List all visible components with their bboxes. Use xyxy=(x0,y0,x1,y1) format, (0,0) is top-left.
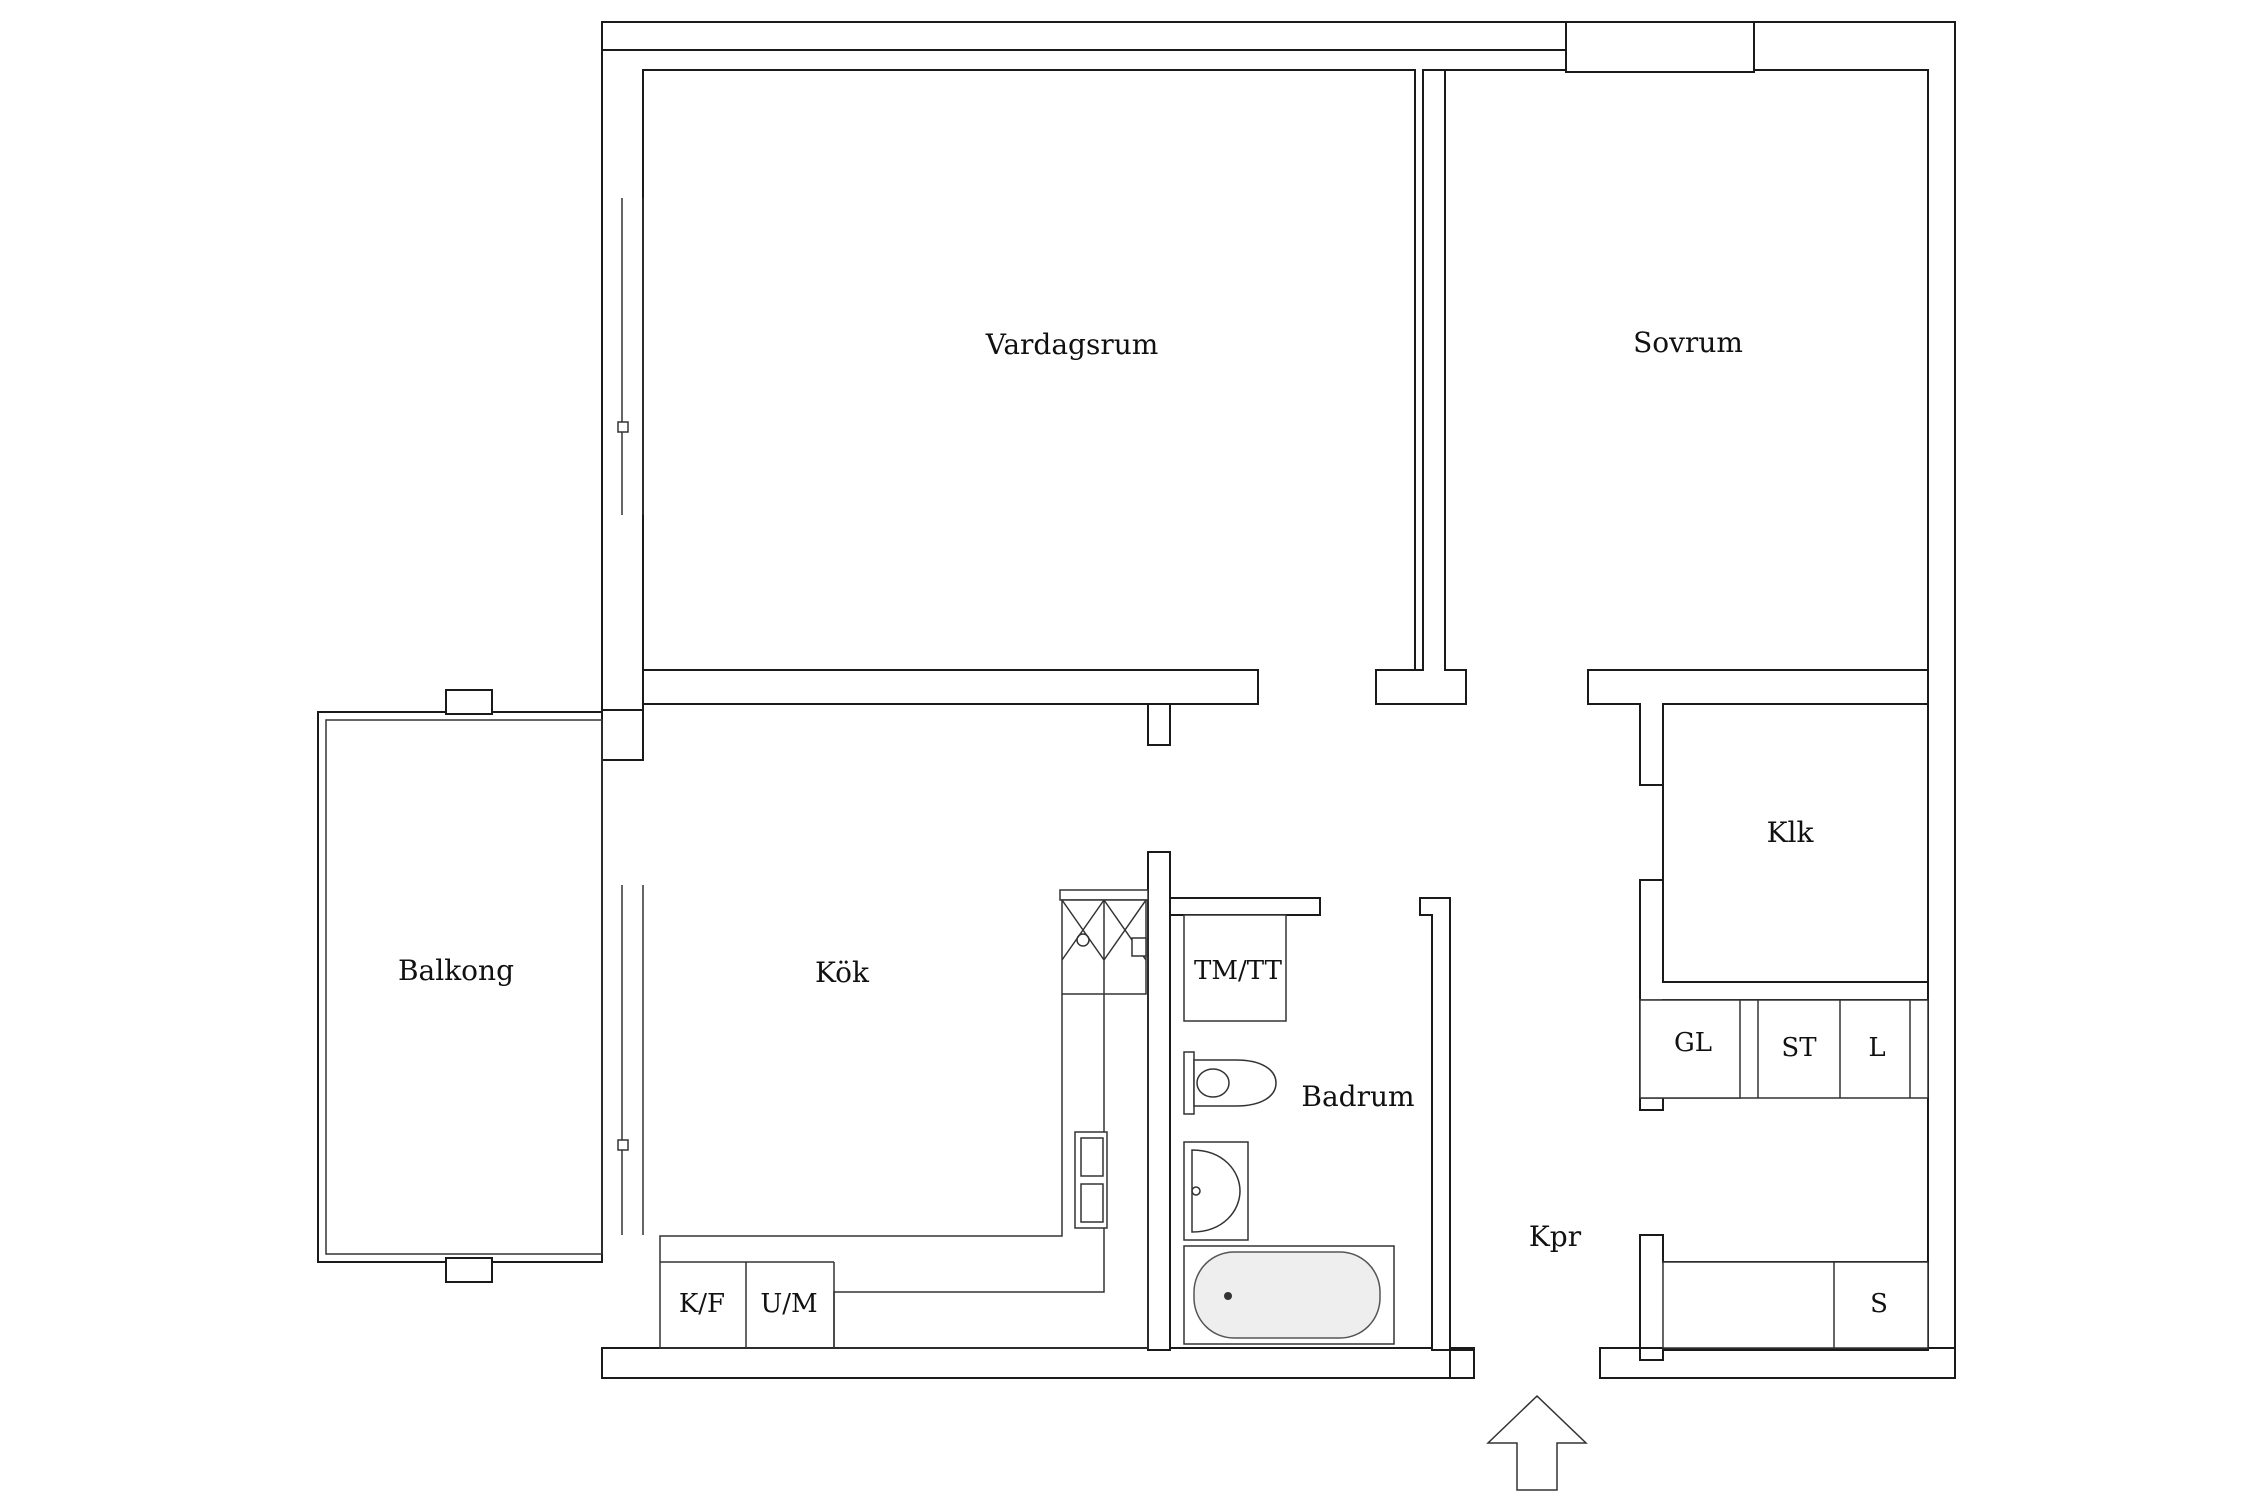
room-label-balkong: Balkong xyxy=(398,954,514,987)
bathtub-icon xyxy=(1183,1245,1395,1345)
fixture-label-st: ST xyxy=(1781,1033,1817,1063)
window-left-kitchen xyxy=(617,885,644,1235)
room-label-kpr: Kpr xyxy=(1529,1220,1582,1253)
room-label-badrum: Badrum xyxy=(1301,1080,1414,1113)
fixture-label-l: L xyxy=(1868,1033,1885,1063)
kitchen-counter xyxy=(659,889,1149,1349)
room-label-sovrum: Sovrum xyxy=(1633,326,1743,359)
stove-icon xyxy=(1076,933,1090,947)
fixture-label-gl: GL xyxy=(1674,1028,1712,1058)
interior-walls xyxy=(601,69,1929,1379)
room-label-kok: Kök xyxy=(815,956,870,989)
balcony xyxy=(317,689,603,1283)
entrance-arrow-icon xyxy=(1486,1394,1588,1491)
room-label-klk: Klk xyxy=(1767,816,1815,849)
toilet-icon xyxy=(1183,1051,1277,1115)
tm-tt-cabinet xyxy=(1183,914,1287,1022)
sink-icon xyxy=(1183,1141,1249,1241)
fixture-label-k-f: K/F xyxy=(679,1289,725,1319)
fixture-label-s: S xyxy=(1870,1289,1888,1319)
closet-row xyxy=(1639,999,1929,1349)
window-left-living xyxy=(617,198,644,515)
fixture-label-tm-tt: TM/TT xyxy=(1194,956,1283,986)
fixture-label-u-m: U/M xyxy=(760,1289,817,1319)
room-label-vardagsrum: Vardagsrum xyxy=(985,328,1159,361)
kitchen-sink-icon xyxy=(1074,1131,1108,1229)
